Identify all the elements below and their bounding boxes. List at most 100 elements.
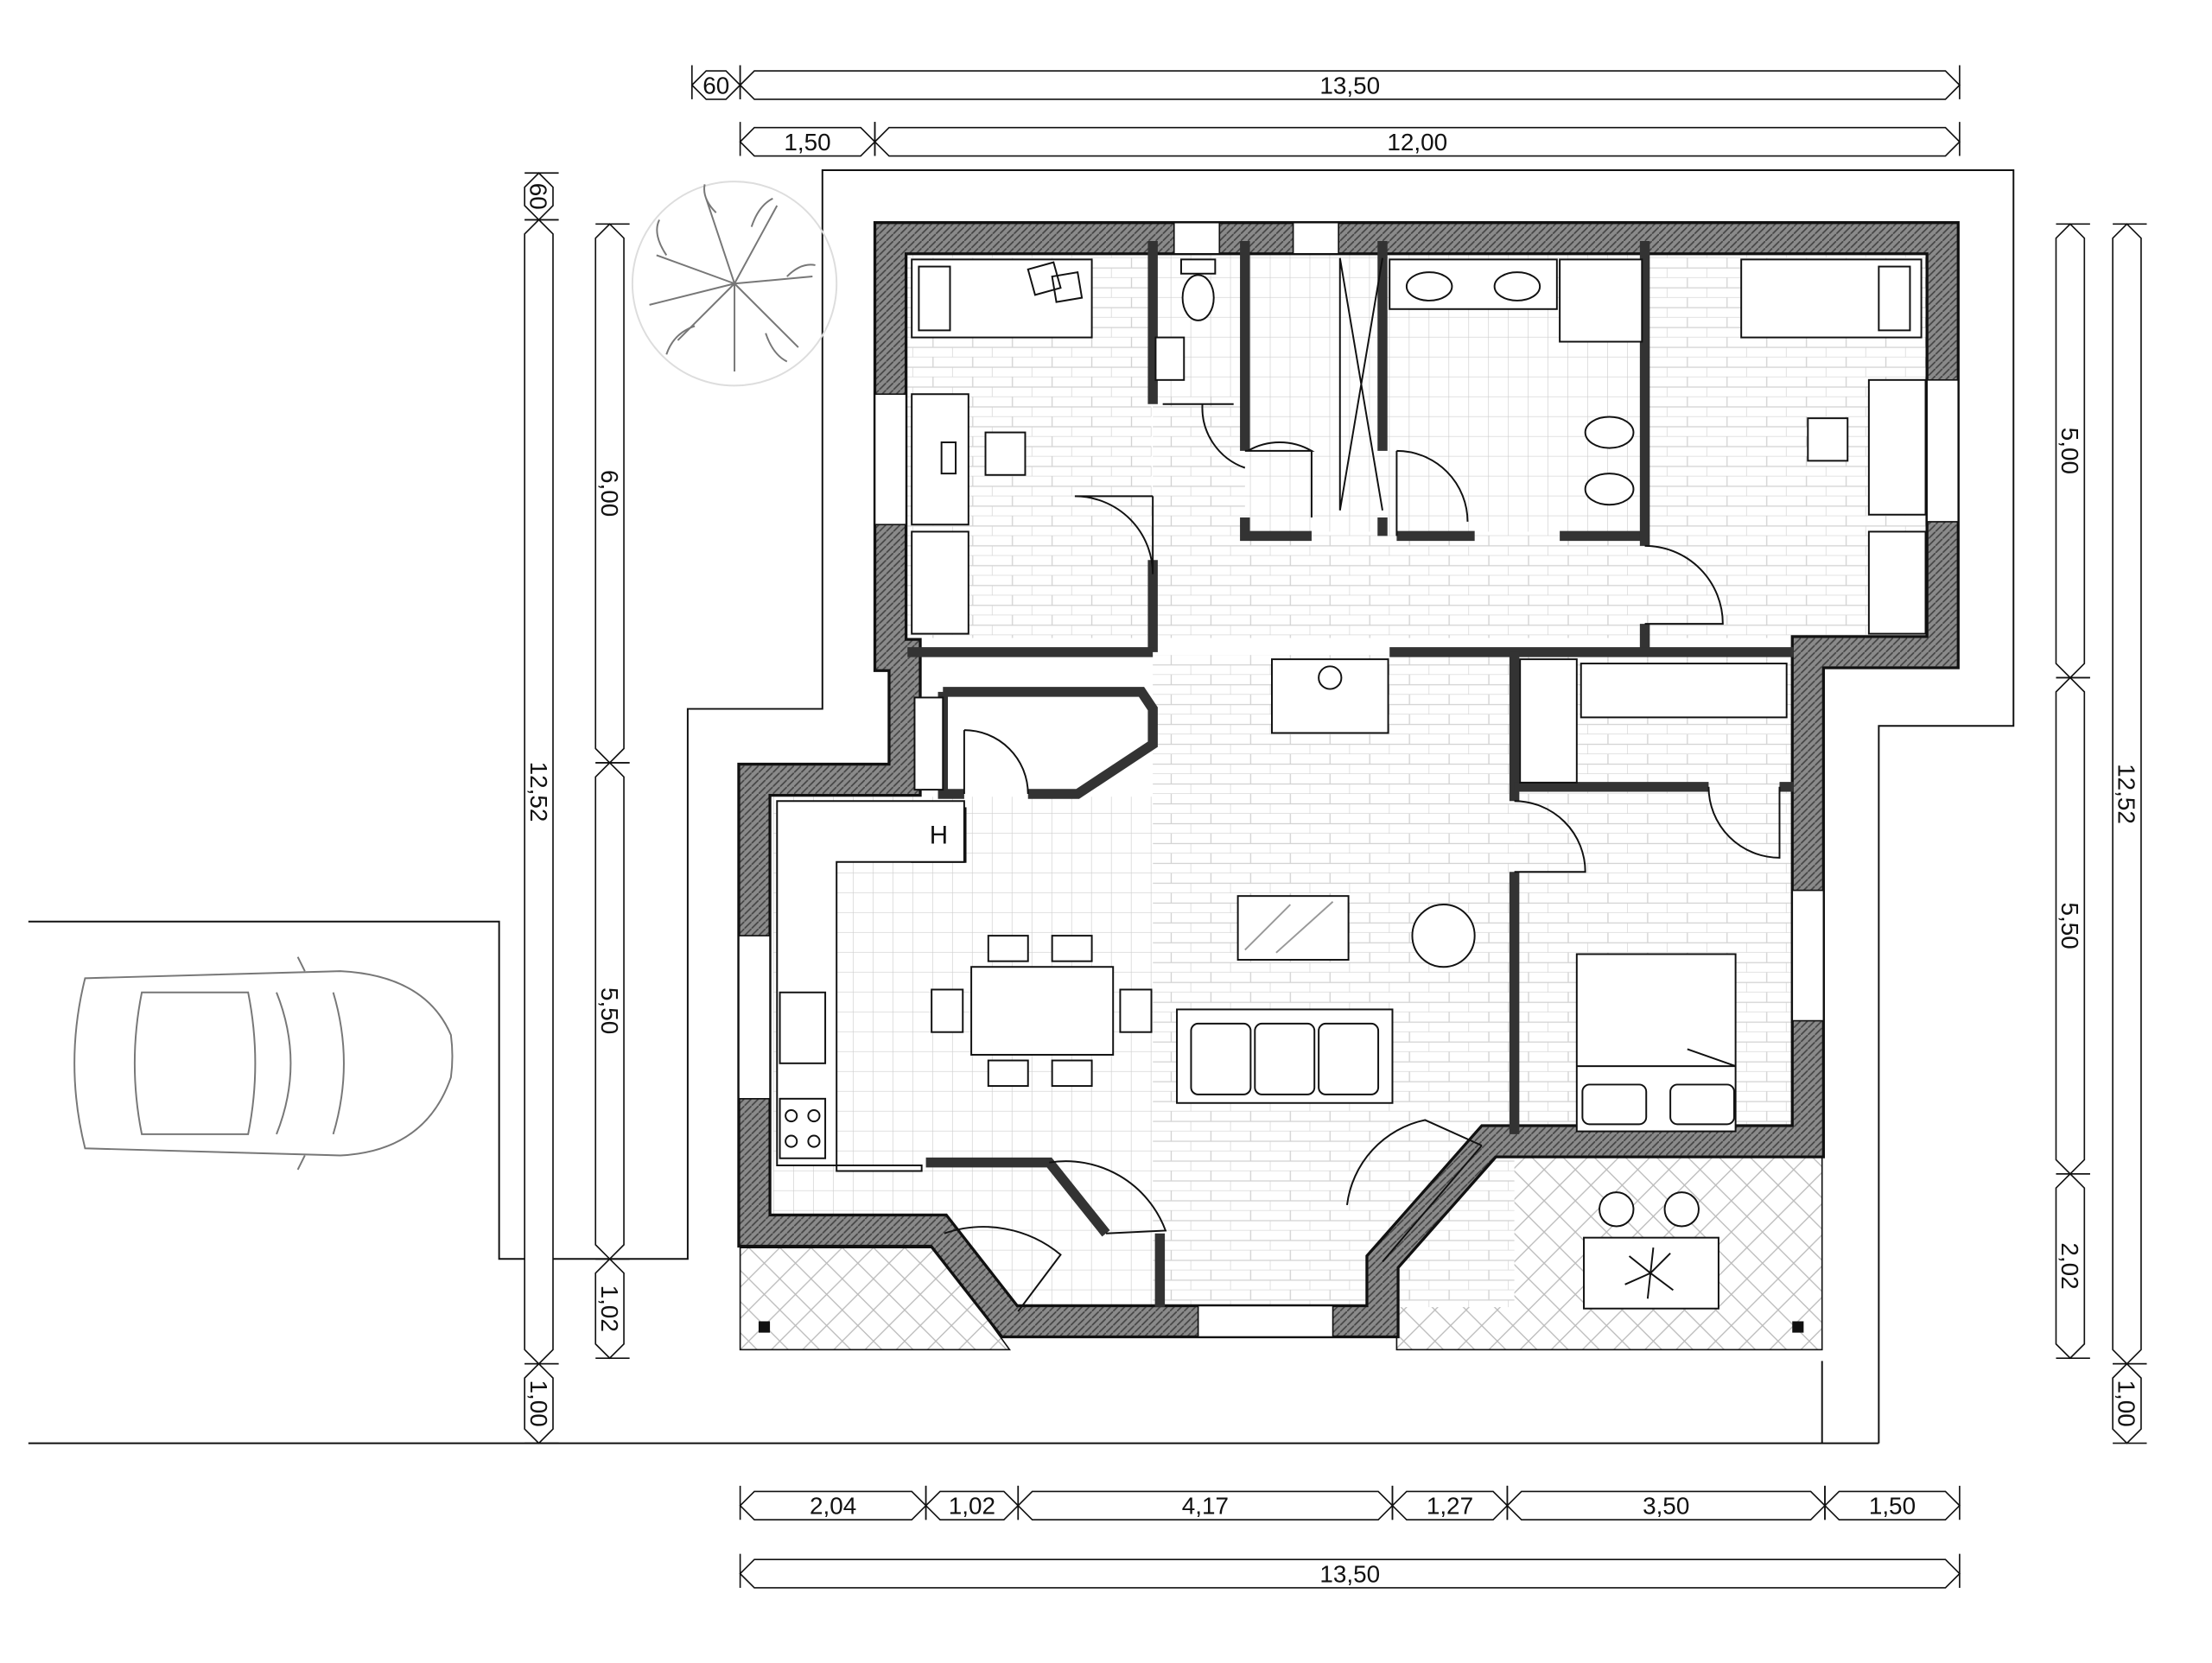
dim-left-overall: 12,52 (524, 219, 559, 1365)
chair (1599, 1191, 1635, 1228)
dim-left-upper-label: 6,00 (596, 470, 623, 517)
dim-right-overall-label: 12,52 (2113, 764, 2140, 824)
dim-right-lower-label: 2,02 (2056, 1242, 2083, 1289)
window (1173, 221, 1221, 255)
dim-left-lower: 1,02 (594, 1258, 630, 1360)
interior-walls (907, 241, 1794, 1308)
dim-left-offset: 60 (524, 172, 559, 221)
closet (1519, 658, 1578, 784)
chair (987, 935, 1029, 962)
dining-table (970, 966, 1115, 1056)
dim-right-setback-label: 1,00 (2113, 1381, 2140, 1427)
dim-bottom-segment-label: 1,27 (1427, 1493, 1473, 1520)
window (1926, 379, 1960, 523)
door-closet (1707, 786, 1781, 859)
dim-bottom-segment: 1,27 (1391, 1485, 1509, 1521)
dim-right-middle-label: 5,50 (2056, 902, 2083, 949)
dim-right-upper: 5,00 (2055, 223, 2090, 679)
pillar (1792, 1321, 1804, 1333)
dim-bottom-overall-label: 13,50 (1319, 1560, 1380, 1587)
dim-bottom-overall: 13,50 (739, 1553, 1961, 1589)
dim-top-main-label: 12,00 (1387, 129, 1447, 156)
dim-bottom-segment-label: 4,17 (1182, 1493, 1229, 1520)
wardrobe (1867, 530, 1927, 635)
chair (1051, 1059, 1093, 1088)
kitchen-counter (776, 800, 965, 1172)
dim-left-setback-label: 1,00 (525, 1381, 552, 1427)
car-icon (73, 956, 454, 1171)
dim-top-offset-label: 60 (702, 72, 729, 98)
dim-top-overall-label: 13,50 (1319, 72, 1380, 98)
dim-left-middle: 5,50 (594, 761, 630, 1260)
door-bedroom-2 (1644, 544, 1724, 625)
window (738, 935, 771, 1100)
dim-bottom-segment-label: 2,04 (810, 1493, 856, 1520)
dim-bottom-segment: 1,50 (1823, 1485, 1961, 1521)
dim-left-lower-label: 1,02 (596, 1285, 623, 1332)
window (1197, 1304, 1334, 1338)
dim-left-middle-label: 5,50 (596, 987, 623, 1034)
dim-top-setback: 1,50 (739, 122, 876, 157)
furniture (776, 258, 1927, 1310)
pillow (918, 265, 951, 332)
dim-bottom-segment: 3,50 (1506, 1485, 1827, 1521)
fireplace-icon (1318, 665, 1343, 690)
toilet-tank (1179, 258, 1217, 275)
dim-top-main: 12,00 (874, 122, 1961, 157)
dim-top-overall: 13,50 (739, 65, 1961, 100)
dim-right-middle: 5,50 (2055, 676, 2090, 1175)
pillow (1878, 265, 1911, 332)
sink (1154, 336, 1185, 381)
wardrobe-hall (913, 696, 944, 791)
dim-left-upper: 6,00 (594, 223, 630, 765)
dim-right-overall: 12,52 (2112, 223, 2147, 1365)
chair (1051, 935, 1093, 962)
shower (1559, 258, 1643, 343)
dim-left-overall-label: 12,52 (525, 762, 552, 822)
chair (1663, 1191, 1700, 1228)
dim-bottom-segment: 4,17 (1017, 1485, 1394, 1521)
dim-left-offset-label: 60 (525, 183, 552, 210)
dim-right-setback: 1,00 (2112, 1362, 2147, 1444)
dim-top-offset: 60 (690, 65, 741, 100)
plant-icon (1624, 1247, 1675, 1299)
dim-bottom-segment: 1,02 (925, 1485, 1020, 1521)
toilet-icon (1584, 416, 1635, 449)
closet (1580, 663, 1788, 719)
desk (1867, 378, 1927, 516)
toilet-icon (1181, 274, 1215, 321)
chair (931, 988, 964, 1033)
doors (944, 257, 1781, 1312)
dim-bottom-segment: 2,04 (739, 1485, 927, 1521)
cushions (1027, 261, 1084, 303)
tree-icon (631, 181, 838, 387)
wardrobe (911, 530, 969, 635)
heater-label: H (930, 821, 948, 849)
dim-bottom-segment-label: 1,02 (949, 1493, 995, 1520)
dim-bottom-segment-label: 3,50 (1643, 1493, 1689, 1520)
site-boundary (28, 168, 2015, 1444)
window (1791, 889, 1825, 1022)
door-entrance-left (944, 1160, 1167, 1312)
windows (738, 221, 1960, 1338)
dimension-lines: 60 13,50 1,50 12,00 60 12,52 1,00 6,00 5,50 1,02 5… (524, 65, 2147, 1589)
armchair (1411, 904, 1476, 968)
dim-bottom-segment-label: 1,50 (1869, 1493, 1916, 1520)
bidet-icon (1584, 473, 1635, 506)
door-kitchen (963, 729, 1029, 795)
washbasin (1493, 271, 1541, 301)
pillar (758, 1321, 771, 1333)
coffee-table (1236, 895, 1350, 961)
chair (1119, 988, 1153, 1033)
stair-cut (1338, 257, 1383, 511)
living-floor (1153, 655, 1515, 1308)
stove (779, 1097, 827, 1159)
dim-left-setback: 1,00 (524, 1362, 559, 1444)
door-entrance-right (1345, 1119, 1483, 1263)
desk (911, 393, 969, 526)
monitor (940, 441, 957, 475)
dim-right-upper-label: 5,00 (2056, 428, 2083, 474)
door-bedroom-1 (1074, 495, 1154, 574)
chair (987, 1059, 1029, 1088)
